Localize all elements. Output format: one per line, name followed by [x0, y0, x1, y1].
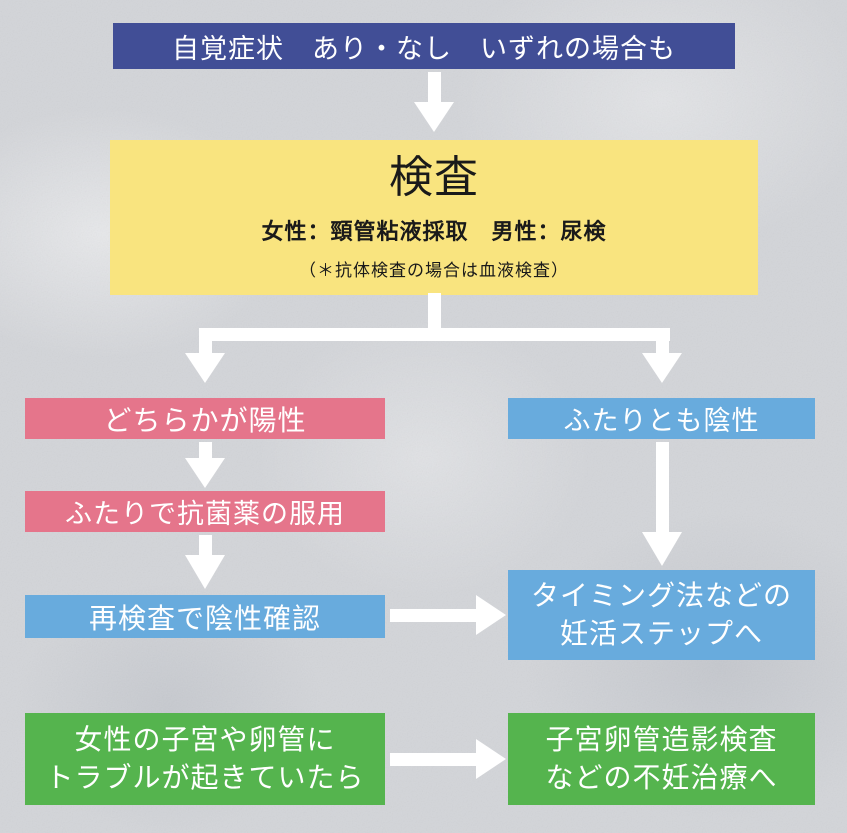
- positive-box: どちらかが陽性: [25, 398, 385, 439]
- arrow-left2-head: [185, 555, 225, 589]
- split-right-head: [642, 353, 682, 383]
- medication-label: ふたりで抗菌薬の服用: [65, 499, 345, 529]
- hsg-line2: などの不妊治療へ: [545, 762, 778, 793]
- arrow-right-head: [642, 532, 682, 566]
- timing-box: タイミング法などの 妊活ステップへ: [508, 570, 815, 660]
- arrow-bottom-shaft: [390, 753, 478, 766]
- arrow-top-shaft: [428, 72, 441, 104]
- exam-title: 検査: [389, 152, 479, 202]
- timing-line1: タイミング法などの: [530, 580, 792, 612]
- arrow-left2-shaft: [199, 535, 212, 557]
- arrow-right-shaft: [656, 442, 669, 534]
- trouble-box: 女性の子宮や卵管に トラブルが起きていたら: [25, 713, 385, 805]
- top-banner: 自覚症状 あり・なし いずれの場合も: [113, 23, 735, 69]
- top-banner-label: 自覚症状 あり・なし いずれの場合も: [172, 33, 676, 64]
- negative-box: ふたりとも陰性: [508, 398, 815, 439]
- arrow-top-head: [414, 102, 454, 132]
- negative-label: ふたりとも陰性: [563, 406, 760, 436]
- hsg-line1: 子宮卵管造影検査: [545, 724, 778, 756]
- split-vertical-shaft: [428, 293, 441, 337]
- arrow-mid-head: [476, 595, 506, 635]
- retest-label: 再検査で陰性確認: [88, 602, 321, 634]
- split-horizontal-shaft: [199, 328, 670, 341]
- medication-box: ふたりで抗菌薬の服用: [25, 491, 385, 532]
- split-right-shaft: [656, 341, 669, 355]
- arrow-left1-head: [185, 458, 225, 488]
- arrow-mid-shaft: [390, 609, 478, 622]
- exam-box: 検査 女性：頸管粘液採取 男性：尿検 （＊抗体検査の場合は血液検査）: [110, 140, 758, 295]
- timing-line2: 妊活ステップへ: [559, 618, 763, 649]
- trouble-line1: 女性の子宮や卵管に: [74, 724, 336, 756]
- split-left-head: [185, 353, 225, 383]
- hsg-box: 子宮卵管造影検査 などの不妊治療へ: [508, 713, 815, 805]
- exam-note: （＊抗体検査の場合は血液検査）: [299, 261, 569, 281]
- positive-label: どちらかが陽性: [103, 404, 307, 436]
- trouble-line2: トラブルが起きていたら: [45, 762, 365, 793]
- split-left-shaft: [199, 341, 212, 355]
- retest-box: 再検査で陰性確認: [25, 595, 385, 638]
- exam-subtitle: 女性：頸管粘液採取 男性：尿検: [261, 219, 607, 245]
- arrow-bottom-head: [476, 739, 506, 779]
- arrow-left1-shaft: [199, 442, 212, 460]
